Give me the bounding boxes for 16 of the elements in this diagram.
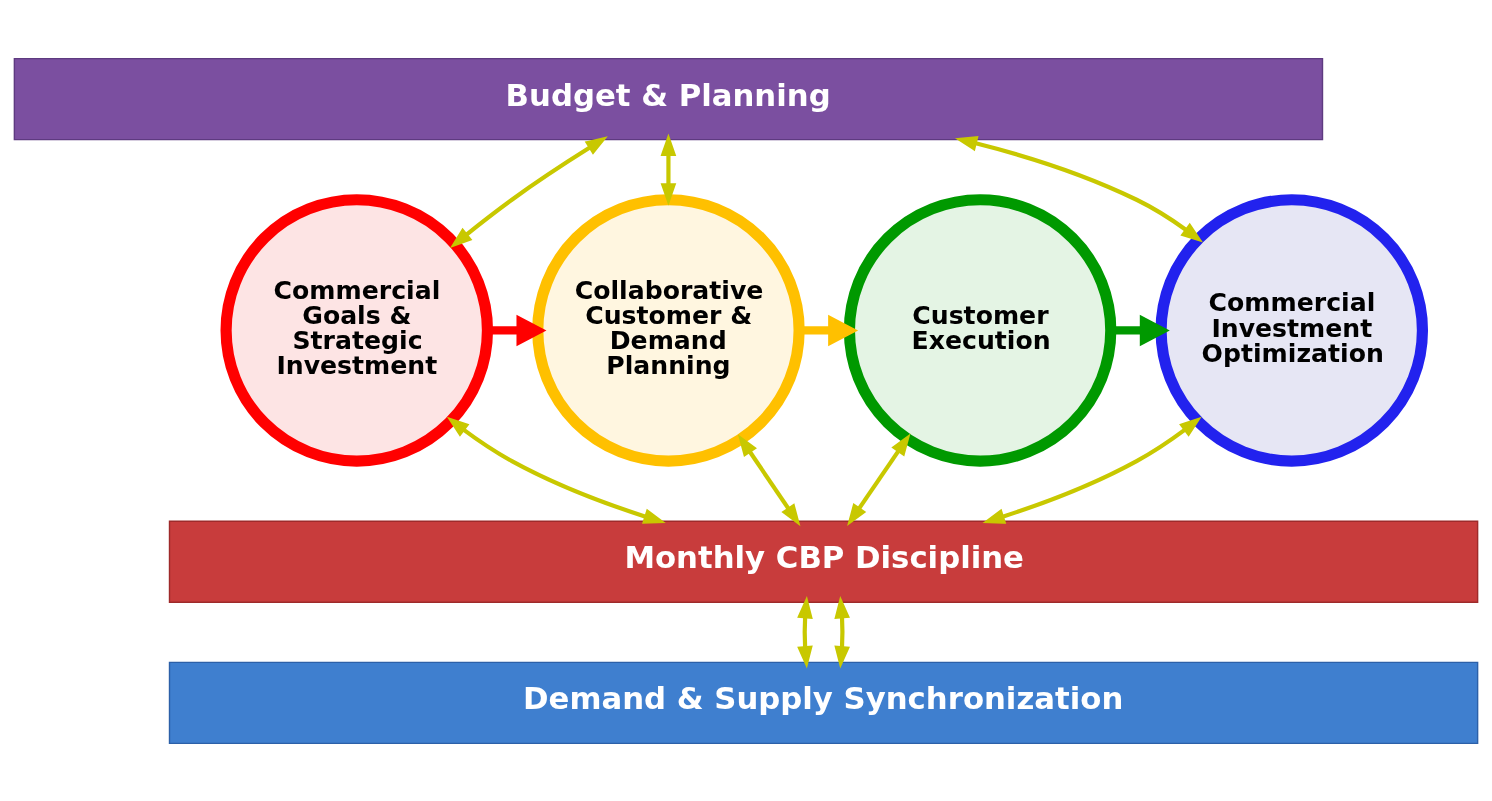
node-circle: Collaborative Customer & Demand Planning [532, 193, 805, 467]
arrow [737, 433, 801, 526]
arrow [954, 135, 1203, 243]
node-circle: Commercial Investment Optimization [1155, 193, 1428, 467]
arrow [446, 416, 666, 524]
arrow [847, 432, 911, 526]
node-circle: Customer Execution [843, 193, 1117, 467]
node-box: Monthly CBP Discipline [168, 520, 1479, 603]
node-box: Demand & Supply Synchronization [168, 661, 1479, 744]
arrow [450, 135, 608, 248]
arrow [834, 595, 850, 668]
arrow [660, 132, 677, 206]
arrow [797, 595, 813, 668]
arrow [982, 416, 1202, 524]
node-box: Budget & Planning [13, 57, 1324, 140]
node-circle: Commercial Goals & Strategic Investment [220, 193, 494, 467]
